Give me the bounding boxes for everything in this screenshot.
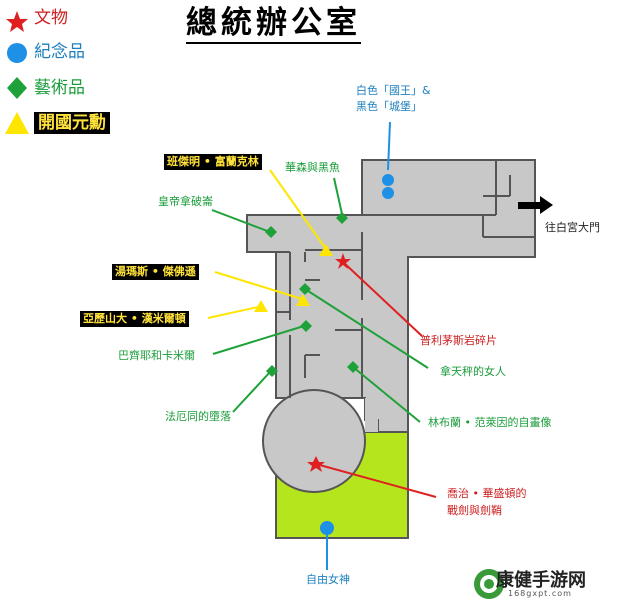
art-rembrandt-icon [347, 361, 359, 373]
watermark-text: 康健手游网 [496, 570, 586, 591]
legend-diamond-icon [7, 77, 27, 99]
artifact-sword-icon [307, 456, 325, 472]
label-rembrandt: 林布蘭 • 范萊因的自畫像 [428, 416, 552, 429]
founder-jefferson-icon [296, 294, 310, 306]
art-fall-icon [266, 365, 278, 377]
legend-label-souvenir: 紀念品 [34, 42, 85, 62]
exit-arrow-icon [518, 196, 553, 214]
legend-label-art: 藝術品 [34, 78, 85, 98]
founder-franklin-icon [319, 244, 333, 256]
oval-office [262, 389, 366, 493]
label-exit: 往白宮大門 [545, 221, 600, 234]
legend-star-icon [6, 11, 28, 32]
art-washington-fish-icon [336, 212, 348, 224]
legend-label-artifact: 文物 [34, 8, 68, 28]
label-jefferson: 湯瑪斯 • 傑佛遜 [112, 264, 199, 280]
label-king: 白色「國王」& [356, 84, 431, 97]
label-woman: 拿天秤的女人 [440, 365, 506, 378]
markers [254, 174, 394, 535]
label-castle: 黑色「城堡」 [356, 100, 422, 113]
watermark-logo [474, 569, 504, 599]
legend-label-founder: 開國元勳 [34, 112, 110, 134]
label-bazille: 巴齊耶和卡米爾 [118, 349, 195, 362]
interior-walls [247, 160, 535, 398]
art-napoleon-icon [265, 226, 277, 238]
legend-circle-icon [7, 43, 27, 63]
label-hamilton: 亞歷山大 • 漢米爾頓 [80, 311, 189, 327]
label-liberty: 自由女神 [306, 573, 350, 586]
legend-triangle-icon [5, 112, 29, 134]
corridor [365, 398, 378, 432]
label-washington-fish: 華森與黑魚 [285, 161, 340, 174]
artifact-plymouth-icon [335, 253, 351, 269]
pointer-lines [207, 121, 437, 570]
label-napoleon: 皇帝拿破崙 [158, 195, 213, 208]
souvenir-king-icon [382, 174, 394, 186]
souvenir-liberty-icon [320, 521, 334, 535]
label-fall: 法厄同的墮落 [165, 410, 231, 423]
page-title: 總統辦公室 [186, 4, 361, 44]
label-sword-line1: 喬治 • 華盛頓的 [447, 487, 527, 500]
art-woman-icon [299, 283, 311, 295]
label-plymouth: 普利茅斯岩碎片 [420, 334, 497, 347]
label-franklin: 班傑明 • 富蘭克林 [164, 154, 262, 170]
watermark-url: 168gxpt.com [508, 589, 572, 598]
souvenir-castle-icon [382, 187, 394, 199]
label-sword-line2: 戰劍與劍鞘 [447, 504, 502, 517]
founder-hamilton-icon [254, 300, 268, 312]
floor-plan [246, 159, 553, 539]
art-bazille-icon [300, 320, 312, 332]
